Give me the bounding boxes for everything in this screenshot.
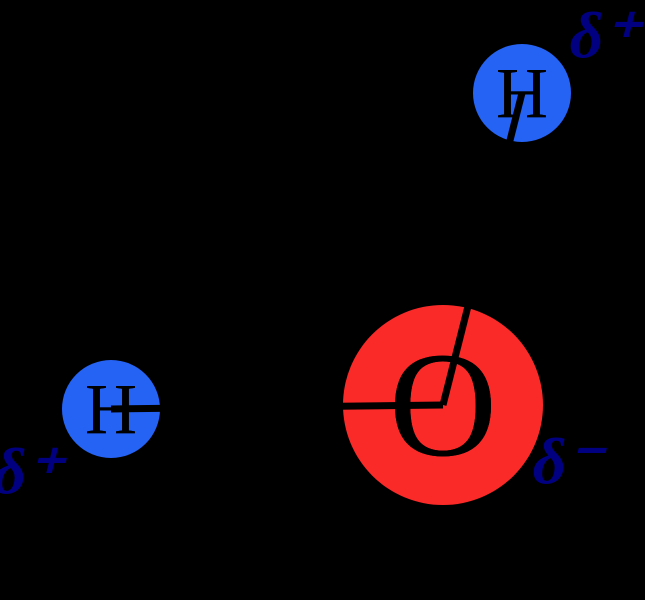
atom-letter-top-hydrogen-top-right: H (496, 53, 548, 133)
charge-oxygen: δ⁻ (533, 426, 608, 499)
charge-hydrogen-bottom-left: δ⁺ (0, 436, 67, 509)
charge-hydrogen-top-right: δ⁺ (570, 0, 645, 73)
atom-letter-top-oxygen-center: O (389, 322, 497, 488)
atom-letter-top-hydrogen-bottom-left: H (85, 369, 137, 449)
charge-layer: δ⁺ δ⁺ δ⁻ (0, 0, 644, 509)
